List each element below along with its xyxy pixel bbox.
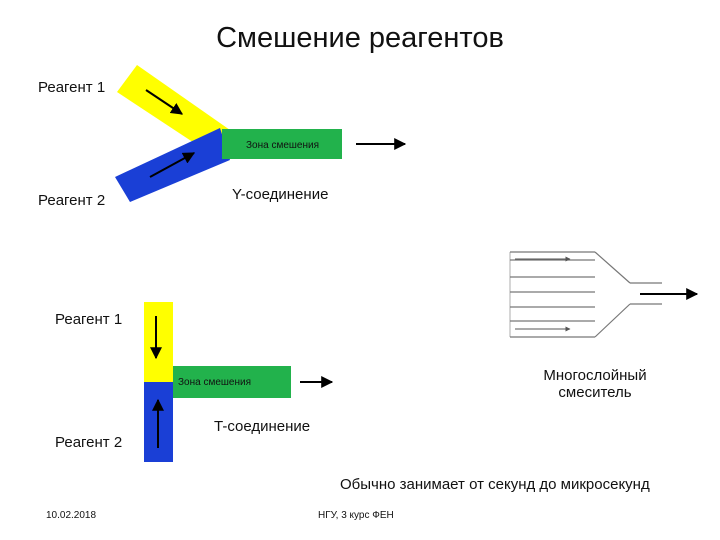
page-title: Смешение реагентов (216, 22, 504, 54)
t-junction-caption: T-соединение (214, 418, 311, 435)
t-reagent1-label: Реагент 1 (55, 311, 123, 328)
multilayer-caption-line2: смеситель (558, 384, 632, 401)
t-mixing-zone (173, 366, 291, 398)
multilayer-caption-line1: Многослойный (543, 367, 647, 384)
footer-date: 10.02.2018 (46, 510, 97, 521)
y-junction-caption: Y-соединение (232, 186, 329, 203)
t-mixing-zone-label: Зона смешения (178, 377, 252, 388)
multilayer-caption: Многослойный смеситель (520, 367, 670, 401)
t-reagent1-channel (144, 302, 173, 382)
y-mixing-zone-label: Зона смешения (246, 140, 320, 151)
t-reagent2-label: Реагент 2 (55, 434, 123, 451)
note-text: Обычно занимает от секунд до микросекунд (340, 476, 650, 493)
y-reagent2-arrow (149, 152, 196, 178)
y-mixing-zone (222, 129, 342, 159)
y-reagent1-arrow (145, 89, 183, 115)
y-reagent1-label: Реагент 1 (38, 79, 106, 96)
y-reagent2-label: Реагент 2 (38, 192, 106, 209)
multilayer-mixer (509, 251, 662, 338)
footer-source: НГУ, 3 курс ФЕН (318, 510, 394, 521)
